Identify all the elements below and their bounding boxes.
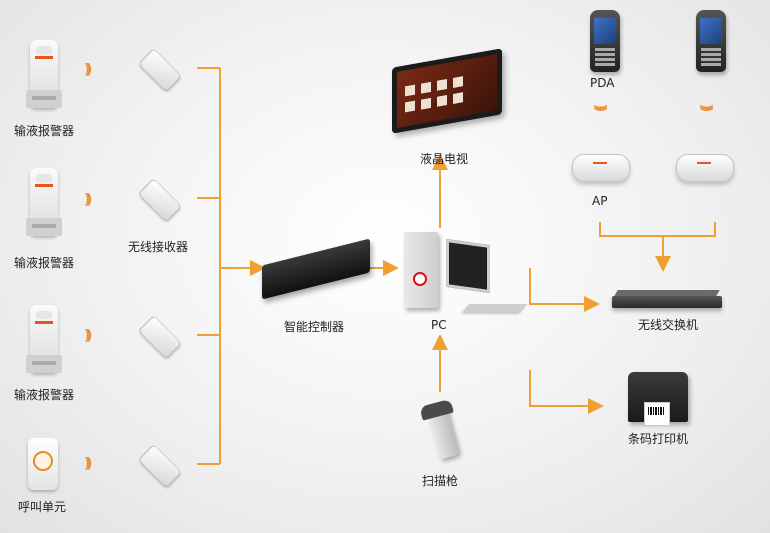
access-point-icon <box>572 154 630 182</box>
call-unit-label: 呼叫单元 <box>18 500 67 514</box>
ap-bracket <box>599 222 716 237</box>
wifi-signal-icon: ))) <box>698 103 715 109</box>
switch-label: 无线交换机 <box>638 318 699 332</box>
wifi-signal-icon: ))) <box>84 456 93 472</box>
alarm-label-3: 输液报警器 <box>14 388 75 402</box>
wifi-signal-icon: ))) <box>84 62 93 78</box>
pc-to-switch <box>529 268 600 312</box>
access-point-icon <box>676 154 734 182</box>
pda-label: PDA <box>590 76 615 90</box>
barcode-printer-icon <box>628 372 688 426</box>
alarm-label-2: 输液报警器 <box>14 256 75 270</box>
desktop-pc-icon <box>404 232 438 308</box>
pc-label: PC <box>431 318 447 332</box>
tv-label: 液晶电视 <box>420 152 469 166</box>
call-button-icon <box>28 438 58 490</box>
controller-label: 智能控制器 <box>284 320 345 334</box>
ap-label: AP <box>592 194 608 208</box>
wifi-signal-icon: ))) <box>592 103 609 109</box>
network-switch-icon <box>612 296 722 308</box>
monitor-icon <box>446 238 490 294</box>
pda-handheld-icon <box>696 10 726 72</box>
wifi-signal-icon: ))) <box>84 192 93 208</box>
wifi-signal-icon: ))) <box>84 328 93 344</box>
infusion-alarm-icon <box>26 168 62 236</box>
receiver-label: 无线接收器 <box>128 240 189 254</box>
pc-to-printer <box>529 370 604 414</box>
infusion-alarm-icon <box>26 40 62 108</box>
alarm-label-1: 输液报警器 <box>14 124 75 138</box>
keyboard-icon <box>462 304 528 312</box>
scanner-label: 扫描枪 <box>422 474 459 488</box>
printer-label: 条码打印机 <box>628 432 689 446</box>
infusion-alarm-icon <box>26 305 62 373</box>
pda-handheld-icon <box>590 10 620 72</box>
